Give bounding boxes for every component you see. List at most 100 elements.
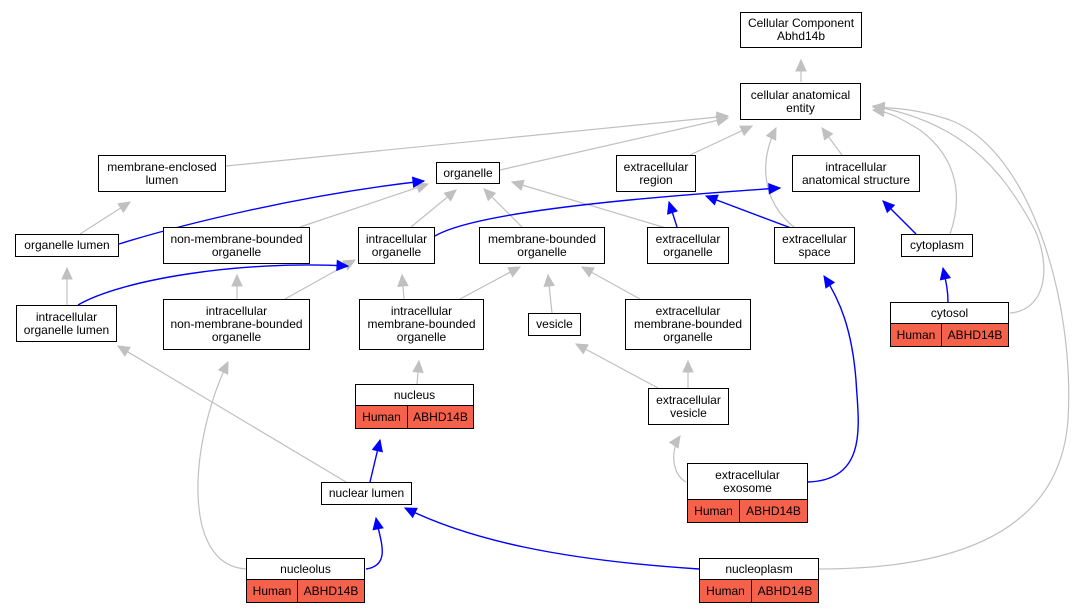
node-non-membrane-bounded-organelle[interactable]: non-membrane-bounded organelle (163, 227, 310, 264)
annotation-row: Human ABHD14B (700, 579, 818, 602)
node-intracellular-non-membrane-bounded-organelle[interactable]: intracellular non-membrane-bounded organ… (163, 299, 310, 350)
species-cell: Human (688, 500, 740, 522)
part-of-edge (404, 507, 700, 570)
is-a-edge (818, 106, 1070, 570)
annotation-row: Human ABHD14B (356, 405, 473, 428)
is-a-edge (117, 345, 347, 483)
node-nucleolus[interactable]: nucleolus Human ABHD14B (246, 558, 365, 603)
arrowhead (574, 343, 589, 355)
arrowhead (117, 201, 132, 214)
node-cytosol[interactable]: cytosol Human ABHD14B (890, 302, 1009, 347)
node-extracellular-region[interactable]: extracellular region (616, 155, 696, 192)
node-intracellular-organelle[interactable]: intracellular organelle (358, 227, 435, 264)
arrowhead (231, 273, 243, 287)
species-cell: Human (247, 580, 298, 602)
species-cell: Human (356, 406, 408, 428)
arrowhead (483, 188, 497, 202)
node-label: nucleoplasm (725, 561, 793, 576)
arrowhead (667, 200, 679, 215)
part-of-edge (77, 264, 349, 306)
node-label: Cellular Component Abhd14b (747, 16, 855, 43)
arrowhead (795, 58, 807, 72)
node-label: intracellular non-membrane-bounded organ… (170, 304, 303, 344)
node-cytoplasm[interactable]: cytoplasm (901, 234, 973, 257)
node-membrane-bounded-organelle[interactable]: membrane-bounded organelle (479, 227, 605, 264)
gene-cell: ABHD14B (752, 580, 818, 602)
species-cell: Human (700, 580, 752, 602)
node-intracellular-membrane-bounded-organelle[interactable]: intracellular membrane-bounded organelle (359, 299, 484, 350)
node-label: extracellular vesicle (656, 392, 721, 420)
arrowhead (412, 359, 424, 373)
node-extracellular-space[interactable]: extracellular space (774, 227, 855, 264)
arrowhead (580, 266, 595, 278)
node-label: nucleolus (280, 561, 331, 576)
node-label: intracellular organelle lumen (23, 309, 110, 337)
part-of-edge (807, 275, 859, 483)
arrowhead (543, 273, 555, 288)
node-extracellular-organelle[interactable]: extracellular organelle (647, 227, 729, 264)
node-label: intracellular membrane-bounded organelle (367, 304, 476, 344)
arrowhead (882, 200, 896, 214)
node-extracellular-vesicle[interactable]: extracellular vesicle (648, 388, 729, 425)
node-label: vesicle (536, 317, 573, 331)
arrowhead (411, 176, 426, 189)
node-label: extracellular space (782, 231, 847, 259)
is-a-edge (225, 115, 729, 167)
node-extracellular-exosome[interactable]: extracellular exosome Human ABHD14B (687, 463, 808, 523)
arrowhead (768, 183, 782, 195)
is-a-edge (872, 109, 958, 235)
node-membrane-enclosed-lumen[interactable]: membrane-enclosed lumen (98, 155, 226, 192)
gene-cell: ABHD14B (298, 580, 364, 602)
gene-cell: ABHD14B (740, 500, 807, 522)
node-label: non-membrane-bounded organelle (170, 231, 303, 259)
node-label: extracellular region (623, 159, 689, 187)
arrowhead (372, 516, 384, 531)
gene-cell: ABHD14B (408, 406, 473, 428)
arrowhead (715, 114, 730, 127)
is-a-edge (872, 105, 1045, 314)
node-intracellular-anatomical-structure[interactable]: intracellular anatomical structure (792, 155, 920, 192)
annotation-row: Human ABHD14B (247, 579, 364, 602)
node-organelle-lumen[interactable]: organelle lumen (15, 234, 119, 257)
node-cellular-component[interactable]: Cellular Component Abhd14b (740, 12, 862, 48)
is-a-edge (197, 361, 247, 570)
is-a-edge (765, 127, 796, 229)
node-vesicle[interactable]: vesicle (528, 313, 581, 336)
arrowhead (415, 182, 430, 194)
arrowhead (510, 179, 525, 191)
annotation-row: Human ABHD14B (688, 499, 807, 522)
node-label: organelle (443, 165, 493, 180)
arrowhead (823, 274, 836, 289)
arrowhead (871, 101, 885, 114)
is-a-edge (499, 117, 729, 171)
node-label: extracellular membrane-bounded organelle (633, 304, 743, 344)
node-label: membrane-bounded organelle (487, 231, 597, 259)
node-label: membrane-enclosed lumen (107, 159, 217, 187)
arrowhead (371, 438, 383, 453)
node-label: nuclear lumen (328, 486, 405, 500)
node-organelle[interactable]: organelle (436, 162, 500, 184)
part-of-edge (434, 187, 781, 237)
is-a-edge (299, 183, 429, 228)
node-intracellular-organelle-lumen[interactable]: intracellular organelle lumen (16, 305, 117, 342)
annotation-row: Human ABHD14B (891, 323, 1008, 346)
arrowhead (443, 189, 457, 202)
node-cellular-anatomical-entity[interactable]: cellular anatomical entity (740, 83, 861, 120)
node-nucleus[interactable]: nucleus Human ABHD14B (355, 384, 474, 429)
arrowhead (336, 259, 350, 272)
arrowhead (821, 127, 834, 141)
arrowhead (403, 507, 418, 519)
gene-cell: ABHD14B (942, 324, 1008, 346)
node-label: intracellular anatomical structure (801, 159, 911, 187)
node-extracellular-membrane-bounded-organelle[interactable]: extracellular membrane-bounded organelle (625, 299, 751, 350)
part-of-edge (118, 180, 425, 245)
arrowhead (739, 125, 754, 137)
node-label: organelle lumen (24, 238, 110, 252)
arrowhead (217, 360, 229, 375)
node-nucleoplasm[interactable]: nucleoplasm Human ABHD14B (699, 558, 819, 603)
node-nuclear-lumen[interactable]: nuclear lumen (321, 482, 412, 505)
node-label: cytoplasm (909, 238, 965, 252)
node-label: extracellular organelle (655, 231, 721, 259)
